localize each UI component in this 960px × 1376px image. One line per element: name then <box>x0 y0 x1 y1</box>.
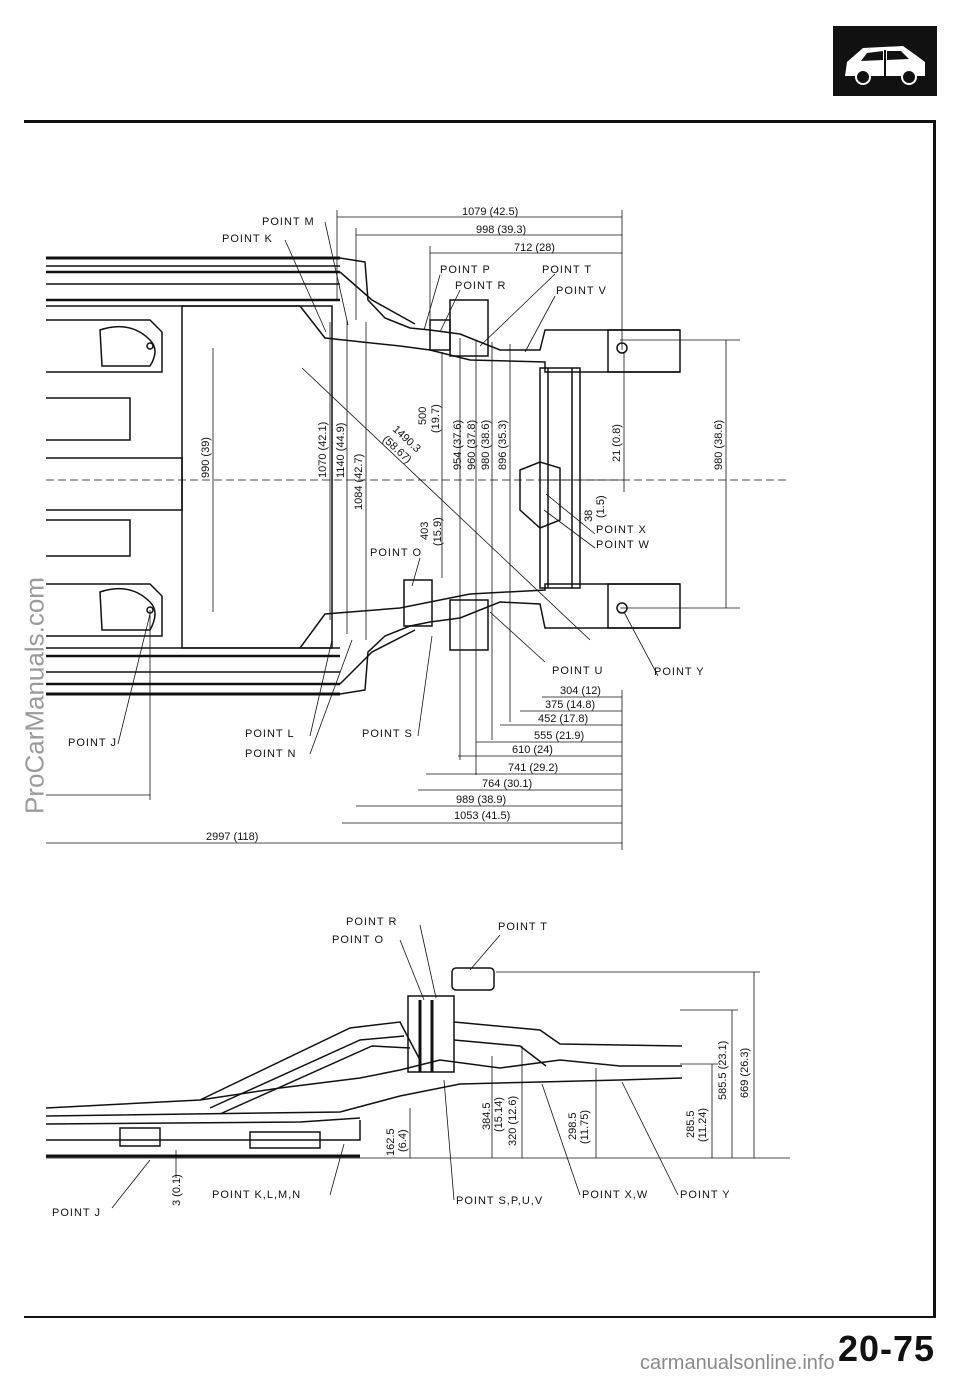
page-top-rule <box>24 120 936 123</box>
dim-989: 989 (38.9) <box>456 794 506 806</box>
dim-side-384-mm: 384.5 <box>481 1102 493 1130</box>
dim-side-298-mm: 298.5 <box>567 1112 579 1140</box>
side-label-point-o: POINT O <box>332 934 384 946</box>
dim-960: 960 (37.8) <box>466 420 478 470</box>
dim-610: 610 (24) <box>512 744 553 756</box>
top-view-diagram: POINT M POINT K POINT P POINT T POINT R … <box>46 206 790 850</box>
label-point-s: POINT S <box>362 728 413 740</box>
dim-side-162-in: (6.4) <box>397 1129 409 1152</box>
dim-555: 555 (21.9) <box>534 730 584 742</box>
frame-drawing-side <box>45 967 683 1158</box>
page-number: 20-75 <box>838 1328 936 1369</box>
label-point-t: POINT T <box>542 264 592 276</box>
dim-side-585: 585.5 (23.1) <box>717 1041 729 1100</box>
dim-38-in: (1.5) <box>595 495 607 518</box>
label-point-x: POINT X <box>596 524 647 536</box>
dimension-lines-top <box>46 210 790 850</box>
label-point-k: POINT K <box>222 233 273 245</box>
dim-1070: 1070 (42.1) <box>317 422 329 478</box>
page-bottom-rule <box>24 1316 936 1318</box>
label-point-j: POINT J <box>68 737 117 749</box>
dim-top-998: 998 (39.3) <box>476 224 526 236</box>
dim-side-285-mm: 285.5 <box>685 1110 697 1138</box>
dim-375: 375 (14.8) <box>545 699 595 711</box>
page-right-rule <box>933 120 936 1318</box>
label-point-w: POINT W <box>596 539 650 551</box>
label-point-m: POINT M <box>262 216 315 228</box>
dim-452: 452 (17.8) <box>538 713 588 725</box>
dim-side-285-in: (11.24) <box>697 1108 709 1142</box>
dim-1053: 1053 (41.5) <box>454 810 510 822</box>
dim-764: 764 (30.1) <box>482 778 532 790</box>
dim-896: 896 (35.3) <box>497 420 509 470</box>
dim-side-669: 669 (26.3) <box>739 1048 751 1098</box>
dim-500-in: (19.7) <box>430 404 442 433</box>
dim-side-384-in: (15.14) <box>493 1097 505 1132</box>
side-view-diagram: POINT R POINT O POINT T POINT J POINT K,… <box>45 916 790 1219</box>
dim-side-298-in: (11.75) <box>579 1110 591 1144</box>
car-body-icon <box>833 26 937 96</box>
side-label-point-xw: POINT X,W <box>582 1189 648 1201</box>
dim-1140: 1140 (44.9) <box>335 423 347 478</box>
side-label-point-y: POINT Y <box>680 1189 731 1201</box>
label-point-r: POINT R <box>455 280 506 292</box>
dim-954: 954 (37.6) <box>452 420 464 470</box>
side-label-point-klmn: POINT K,L,M,N <box>212 1189 301 1201</box>
watermark: ProCarManuals.com <box>8 560 50 860</box>
side-label-point-r: POINT R <box>346 916 397 928</box>
dim-403-in: (15.9) <box>432 517 444 546</box>
dim-side-320: 320 (12.6) <box>507 1096 519 1146</box>
label-point-u: POINT U <box>552 665 603 677</box>
side-label-point-t: POINT T <box>498 921 548 933</box>
dim-980-inner: 980 (38.6) <box>480 420 492 470</box>
dim-side-162-mm: 162.5 <box>385 1128 397 1156</box>
dim-304: 304 (12) <box>560 685 601 697</box>
watermark-text: ProCarManuals.com <box>19 577 50 814</box>
dim-21: 21 (0.8) <box>611 424 623 462</box>
dim-500-mm: 500 <box>417 407 429 425</box>
footer-url: carmanualsonline.info <box>640 1352 835 1374</box>
dim-403-mm: 403 <box>419 522 431 540</box>
label-point-l: POINT L <box>245 728 295 740</box>
frame-drawing-top <box>46 256 681 696</box>
dim-980-outer: 980 (38.6) <box>713 420 725 470</box>
dim-1084: 1084 (42.7) <box>353 454 365 510</box>
dim-top-712: 712 (28) <box>514 242 555 254</box>
dim-38-mm: 38 <box>583 510 595 522</box>
dim-top-1079: 1079 (42.5) <box>462 206 518 218</box>
label-point-o: POINT O <box>370 547 422 559</box>
label-point-v: POINT V <box>556 285 607 297</box>
dim-side-3: 3 (0.1) <box>171 1174 183 1206</box>
label-point-n: POINT N <box>245 748 296 760</box>
side-label-point-spuv: POINT S,P,U,V <box>456 1195 543 1207</box>
dim-990: 990 (39) <box>200 437 212 478</box>
label-point-y: POINT Y <box>654 666 705 678</box>
dim-overall-2997: 2997 (118) <box>206 831 258 843</box>
side-label-point-j: POINT J <box>52 1207 101 1219</box>
dimension-lines-side <box>46 924 790 1209</box>
label-point-p: POINT P <box>440 264 491 276</box>
dim-741: 741 (29.2) <box>508 762 558 774</box>
